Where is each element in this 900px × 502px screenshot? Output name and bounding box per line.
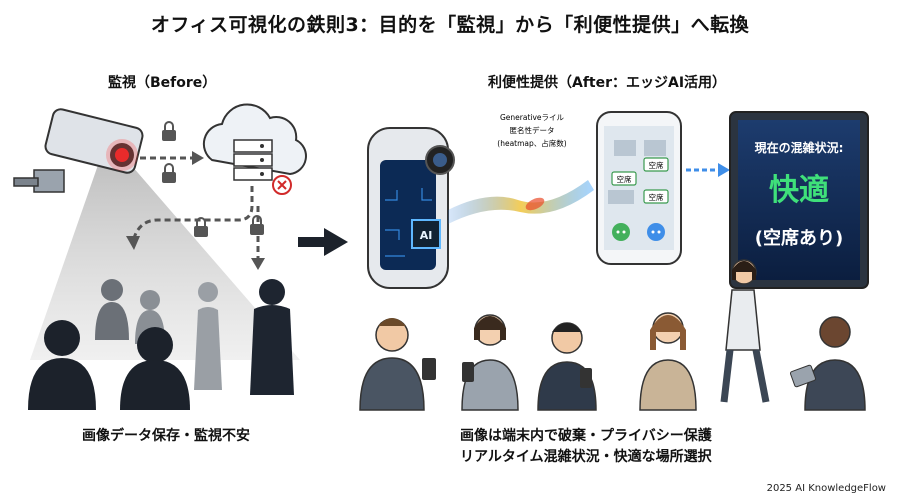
after-caption: 画像は端末内で破棄・プライバシー保護 リアルタイム混雑状況・快適な場所選択 bbox=[460, 426, 712, 468]
data-stream bbox=[448, 180, 594, 224]
status-arrow bbox=[686, 163, 730, 177]
employee-figure bbox=[461, 314, 519, 411]
occupancy-display-icon bbox=[729, 111, 869, 289]
data-note-line1: Generativeライル bbox=[500, 113, 565, 122]
worried-employees bbox=[95, 279, 294, 395]
after-caption-line2: リアルタイム混雑状況・快適な場所選択 bbox=[460, 449, 712, 465]
display-status-note: (空席あり) bbox=[755, 227, 843, 249]
seat-label: 空席 bbox=[649, 160, 664, 170]
lock-icon bbox=[162, 163, 176, 183]
footer-credit: 2025 AI KnowledgeFlow bbox=[766, 483, 886, 494]
display-status-value: 快適 bbox=[769, 173, 829, 208]
smartphone-icon bbox=[596, 111, 682, 265]
employee-figure bbox=[359, 318, 436, 411]
before-heading: 監視（Before） bbox=[108, 75, 217, 91]
lock-icon bbox=[194, 217, 208, 237]
lock-icon bbox=[162, 121, 176, 141]
seat-label: 空席 bbox=[649, 192, 664, 202]
employee-figure bbox=[789, 316, 866, 411]
monitor-arrow bbox=[132, 186, 254, 239]
display-status-heading: 現在の混雑状況: bbox=[755, 140, 844, 155]
security-camera-icon bbox=[13, 108, 144, 193]
after-heading: 利便性提供（After：エッジAI活用） bbox=[488, 75, 727, 91]
employee-silhouettes-front bbox=[28, 320, 190, 410]
employee-figure bbox=[720, 259, 770, 403]
ai-chip-label: AI bbox=[420, 229, 433, 242]
employee-figure bbox=[537, 322, 597, 411]
data-note-line2: 匿名性データ bbox=[510, 125, 555, 135]
lock-icon bbox=[250, 215, 264, 235]
error-icon bbox=[272, 175, 292, 195]
employee-figure bbox=[639, 312, 697, 411]
seat-label: 空席 bbox=[617, 174, 632, 184]
after-caption-line1: 画像は端末内で破棄・プライバシー保護 bbox=[460, 428, 712, 444]
happy-employees bbox=[359, 259, 866, 411]
page-title: オフィス可視化の鉄則3：目的を「監視」から「利便性提供」へ転換 bbox=[150, 14, 750, 36]
data-note-line3: (heatmap、占席数) bbox=[497, 138, 566, 148]
camera-beam bbox=[30, 158, 300, 360]
before-caption: 画像データ保存・監視不安 bbox=[82, 428, 250, 444]
transition-arrow bbox=[298, 228, 348, 256]
cloud-server-icon bbox=[202, 103, 307, 181]
edge-ai-device-icon bbox=[367, 127, 455, 289]
